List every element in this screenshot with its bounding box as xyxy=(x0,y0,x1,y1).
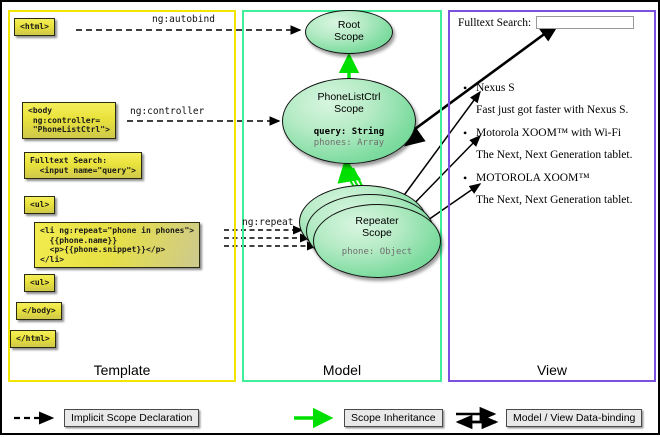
template-box-html-close: </html> xyxy=(10,330,56,348)
template-box-ul-close: <ul> xyxy=(24,274,56,292)
phone-snippet: The Next, Next Generation tablet. xyxy=(476,194,633,206)
view-search-label: Fulltext Search: xyxy=(458,16,532,29)
double-arrow-icon xyxy=(455,406,499,429)
column-view: View xyxy=(448,10,656,382)
legend-label-implicit-scope-declaration: Implicit Scope Declaration xyxy=(64,408,200,427)
scope-phonelistctrl-title: PhoneListCtrl Scope xyxy=(317,91,381,115)
list-item: Motorola XOOM™ with Wi-Fi The Next, Next… xyxy=(463,126,654,162)
phone-name: MOTOROLA XOOM™ xyxy=(463,171,654,185)
template-box-ul-open: <ul> xyxy=(24,196,56,214)
list-item: MOTOROLA XOOM™ The Next, Next Generation… xyxy=(463,171,654,207)
view-content: Fulltext Search: Nexus S Fast just got f… xyxy=(458,16,654,216)
scope-phonelistctrl-props: query: String phones: Array xyxy=(283,127,415,149)
scope-repeater-title: Repeater Scope xyxy=(355,215,399,239)
scope-prop-phones: phones: Array xyxy=(313,138,385,148)
template-box-body-open: <body ng:controller= "PhoneListCtrl"> xyxy=(22,102,116,139)
phone-name: Motorola XOOM™ with Wi-Fi xyxy=(463,126,654,140)
column-label-model: Model xyxy=(322,362,362,378)
view-search-row: Fulltext Search: xyxy=(458,16,654,29)
search-input[interactable] xyxy=(536,16,635,29)
phone-snippet: Fast just got faster with Nexus S. xyxy=(476,104,629,116)
legend-item-implicit-scope-declaration: Implicit Scope Declaration xyxy=(12,398,200,437)
phone-snippet: The Next, Next Generation tablet. xyxy=(476,149,633,161)
legend: Implicit Scope Declaration Scope Inherit… xyxy=(2,398,660,437)
green-arrow-icon xyxy=(294,407,334,428)
scope-prop-phone: phone: Object xyxy=(341,247,413,257)
phone-list: Nexus S Fast just got faster with Nexus … xyxy=(458,81,654,207)
template-box-search: Fulltext Search: <input name="query"> xyxy=(24,152,142,179)
template-box-html-open: <html> xyxy=(14,18,55,36)
edge-label-ng-repeat: ng:repeat xyxy=(242,217,294,228)
list-item: Nexus S Fast just got faster with Nexus … xyxy=(463,81,654,117)
phone-name: Nexus S xyxy=(463,81,654,95)
scope-phonelistctrl: PhoneListCtrl Scope query: String phones… xyxy=(282,78,416,164)
column-label-template: Template xyxy=(93,362,151,378)
scope-root: Root Scope xyxy=(305,10,393,54)
edge-label-ng-controller: ng:controller xyxy=(130,106,205,117)
legend-item-model-view-data-binding: Model / View Data-binding xyxy=(454,398,643,437)
legend-label-model-view-data-binding: Model / View Data-binding xyxy=(506,408,643,427)
template-box-body-close: </body> xyxy=(16,302,62,320)
dashed-arrow-icon xyxy=(14,410,55,425)
legend-label-scope-inheritance: Scope Inheritance xyxy=(344,408,443,427)
scope-repeater-props: phone: Object xyxy=(314,247,440,258)
legend-item-scope-inheritance: Scope Inheritance xyxy=(292,398,443,437)
edge-label-ng-autobind: ng:autobind xyxy=(152,14,215,25)
template-box-li-repeat: <li ng:repeat="phone in phones"> {{phone… xyxy=(34,222,201,268)
scope-root-title: Root Scope xyxy=(334,19,364,43)
scope-repeater: Repeater Scope phone: Object xyxy=(313,204,441,278)
column-template: Template xyxy=(8,10,236,382)
column-label-view: View xyxy=(536,362,568,378)
scope-prop-query: query: String xyxy=(313,127,385,137)
